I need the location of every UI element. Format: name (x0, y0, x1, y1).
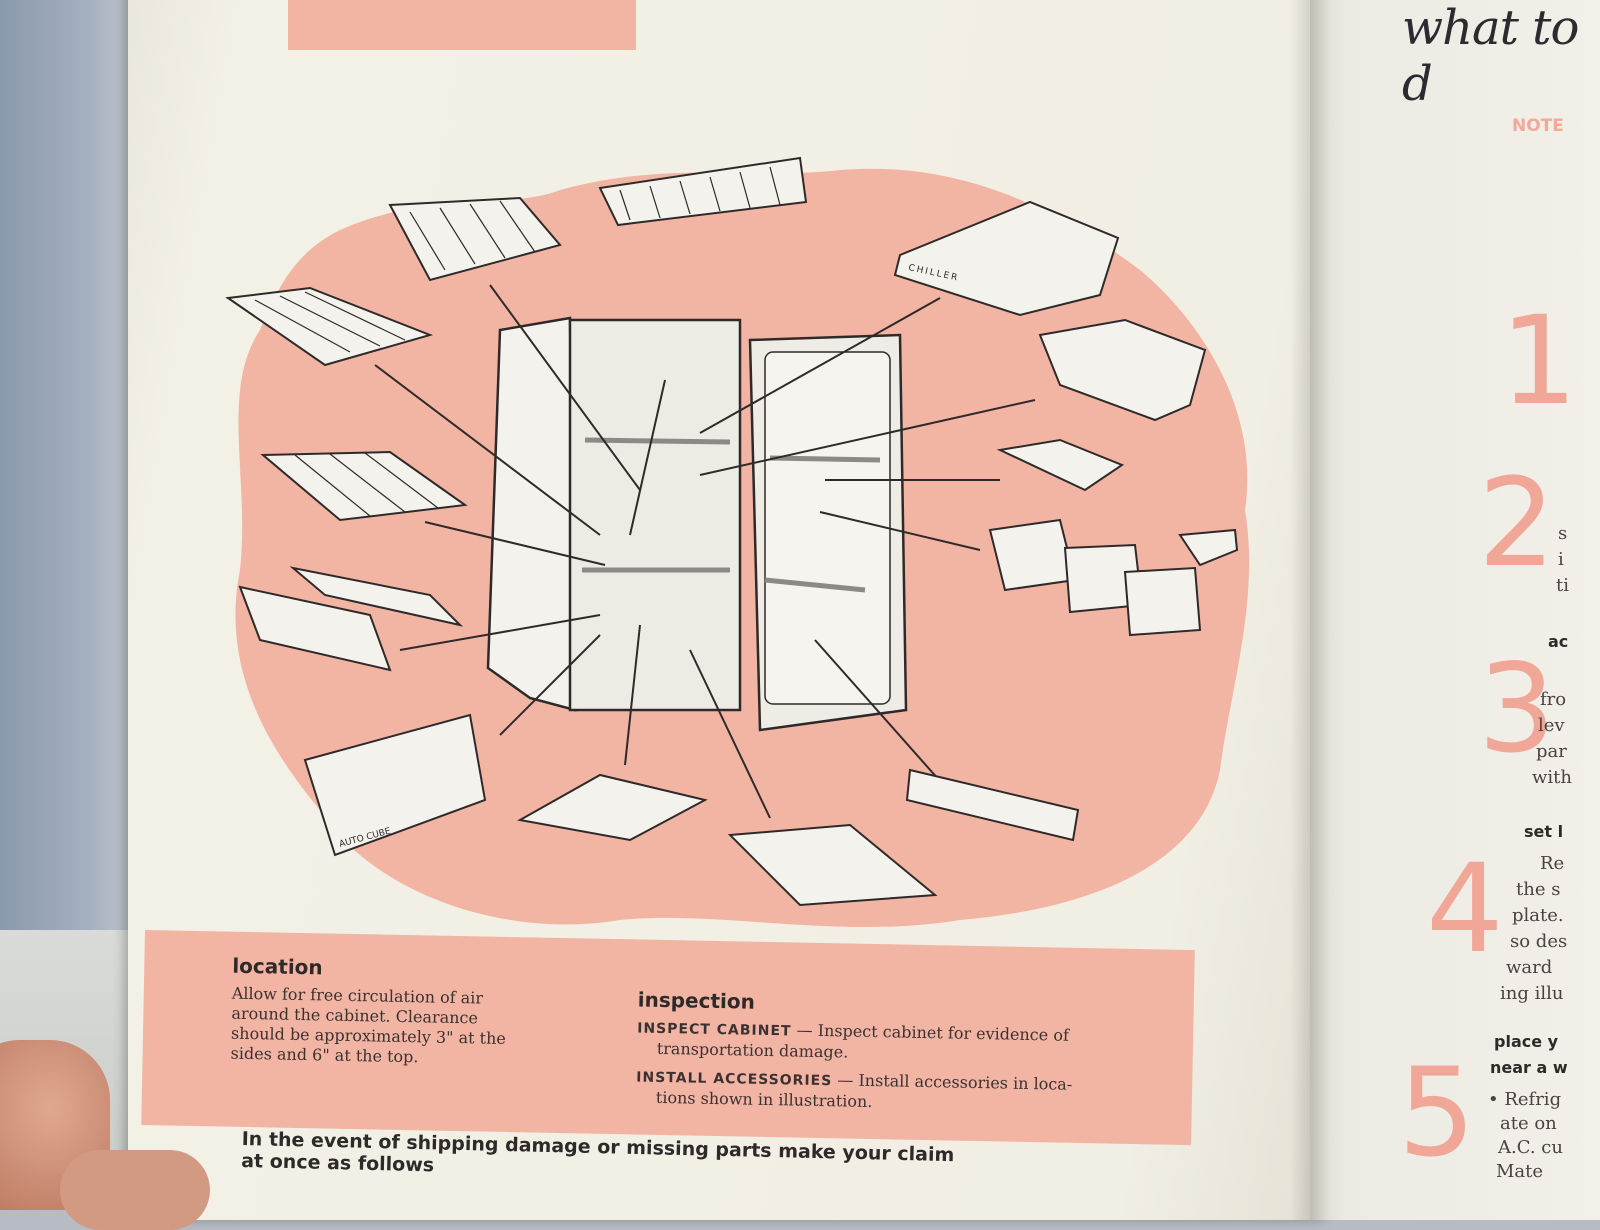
right-page-title: what to d (1402, 0, 1579, 112)
step-2-text: s (1558, 523, 1568, 544)
install-accessories-text: — Install accessories in loca- (832, 1070, 1073, 1094)
egg-container (1123, 566, 1202, 637)
step-4-text: ing illu (1500, 983, 1564, 1004)
step-number: 3 (1478, 638, 1556, 780)
egg-container-lid (1178, 528, 1239, 567)
location-heading: location (232, 953, 323, 980)
step-5-text: • Refrig (1488, 1089, 1562, 1110)
top-shelf-rack (598, 156, 808, 227)
step-5-text: ate on (1500, 1113, 1557, 1134)
ice-tray (238, 585, 392, 672)
inspection-heading: inspection (637, 987, 756, 1014)
step-5-text: A.C. cu (1498, 1137, 1563, 1158)
step-3-text: with (1532, 767, 1572, 788)
step-3-heading: ac (1548, 632, 1569, 651)
step-3-text: fro (1540, 689, 1567, 710)
step-4-text: so des (1510, 931, 1568, 952)
fridge-cabinet (486, 316, 577, 712)
crisper-cover (727, 823, 938, 907)
step-4-text: the s (1516, 879, 1561, 900)
fridge-shelf (584, 437, 731, 445)
chiller-tray (893, 200, 1120, 317)
inspect-cabinet-text: — Inspect cabinet for evidence of (791, 1020, 1070, 1045)
inspection-body: INSPECT CABINET — Inspect cabinet for ev… (636, 1017, 1148, 1117)
step-4-text: Re (1540, 853, 1565, 874)
left-shelf-rack-2 (260, 450, 468, 522)
inspect-cabinet-label: INSPECT CABINET (637, 1020, 792, 1040)
step-number: 2 (1478, 452, 1556, 594)
bottom-shelf-rack (517, 773, 708, 842)
refrigerator-accessories-illustration: AUTO CUBE CHILLER (225, 156, 1250, 928)
crisper-basket (388, 196, 562, 282)
step-4-text: ward (1506, 957, 1553, 978)
header-color-block (288, 0, 636, 50)
step-3-text: lev (1538, 715, 1565, 736)
auto-cube-bin (303, 713, 487, 857)
step-5-text: Mate (1496, 1161, 1544, 1182)
step-number: 4 (1426, 838, 1504, 980)
step-5-heading: place y (1494, 1032, 1559, 1051)
step-number: 5 (1398, 1042, 1476, 1184)
install-accessories-label: INSTALL ACCESSORIES (636, 1069, 833, 1090)
ice-tray (289, 566, 464, 627)
right-page (1310, 0, 1600, 1220)
fridge-interior (568, 318, 742, 712)
step-2-text: i (1558, 549, 1564, 570)
pink-splash (235, 168, 1250, 928)
location-body: Allow for free circulation of air around… (230, 984, 579, 1071)
book-gutter (1290, 0, 1330, 1220)
instruction-band: location Allow for free circulation of a… (141, 930, 1195, 1146)
fridge-door-inner (764, 351, 891, 705)
egg-container (988, 518, 1077, 592)
door-shelf (764, 577, 866, 593)
step-4-heading: set l (1524, 822, 1564, 841)
holding-finger (60, 1150, 210, 1230)
step-4-text: plate. (1512, 905, 1564, 926)
step-3-text: par (1536, 741, 1567, 762)
step-number: 1 (1500, 290, 1578, 432)
meat-keeper (1038, 318, 1207, 422)
note-label: NOTE (1512, 116, 1564, 136)
step-2-text: ti (1556, 575, 1569, 596)
butter-dish (996, 438, 1125, 492)
door-rail (905, 768, 1080, 842)
door-shelf (769, 455, 881, 463)
step-5-heading: near a w (1490, 1058, 1568, 1077)
